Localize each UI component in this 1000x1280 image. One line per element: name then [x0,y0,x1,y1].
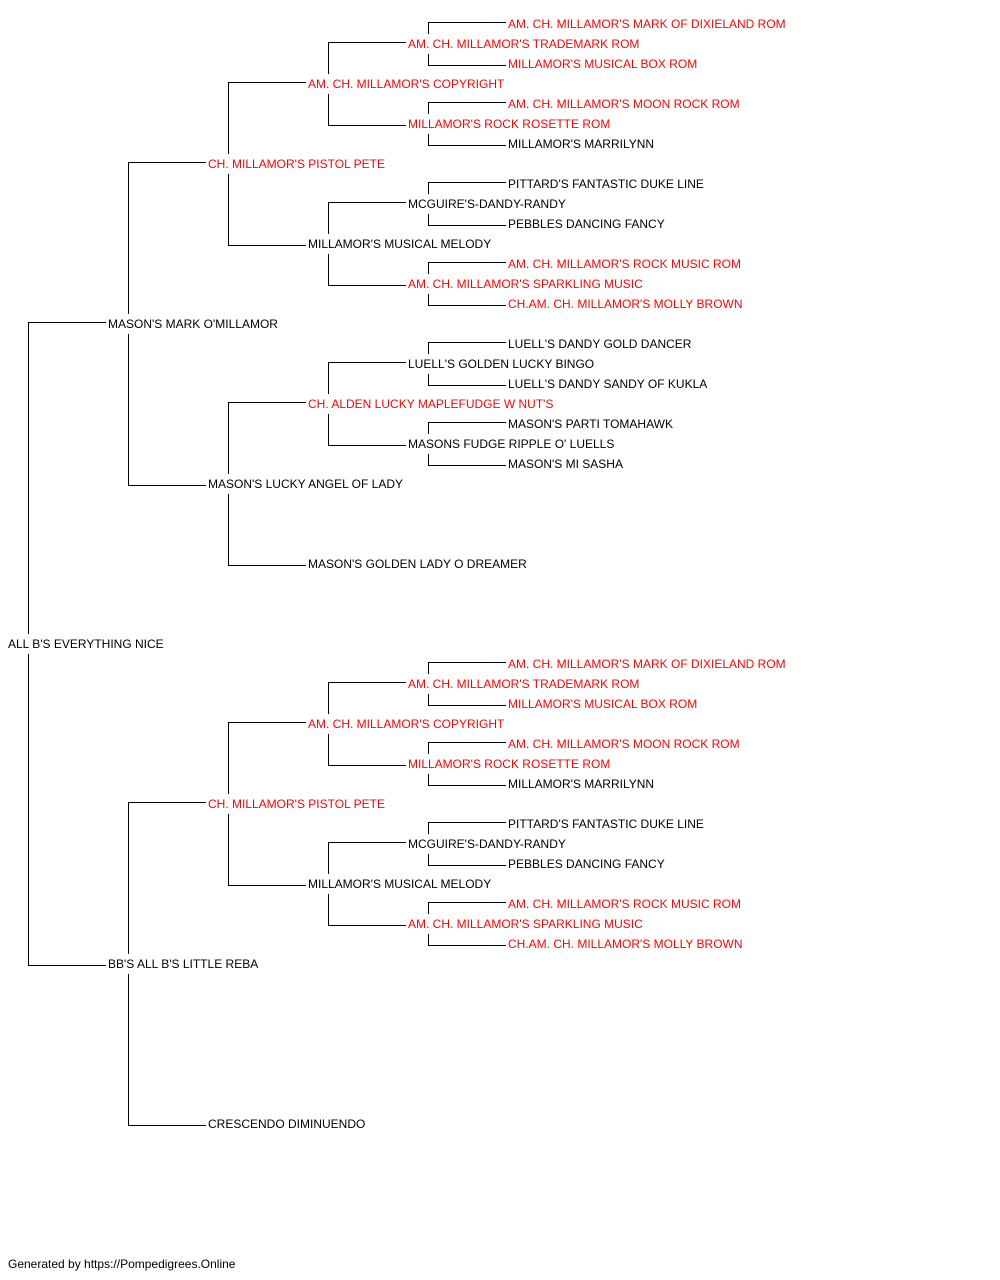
pedigree-node-gen3-dam: MILLAMOR'S MUSICAL MELODY [308,877,492,891]
pedigree-node-gen4-sire: MCGUIRE'S-DANDY-RANDY [408,837,566,851]
pedigree-node-subject: ALL B'S EVERYTHING NICE [8,637,164,651]
pedigree-node-gen5-dam: MILLAMOR'S MUSICAL BOX ROM [508,57,698,71]
pedigree-node-gen5-dam: MASON'S MI SASHA [508,457,623,471]
pedigree-node-gen5-dam: MILLAMOR'S MUSICAL BOX ROM [508,697,698,711]
pedigree-node-gen3-dam: MASON'S GOLDEN LADY O DREAMER [308,557,527,571]
pedigree-node-gen5-dam: MILLAMOR'S MARRILYNN [508,777,655,791]
pedigree-node-gen3-sire: AM. CH. MILLAMOR'S COPYRIGHT [308,77,505,91]
pedigree-node-gen5-dam: CH.AM. CH. MILLAMOR'S MOLLY BROWN [508,937,743,951]
pedigree-node-gen5-sire: AM. CH. MILLAMOR'S ROCK MUSIC ROM [508,897,741,911]
pedigree-node-gen5-sire: MASON'S PARTI TOMAHAWK [508,417,673,431]
pedigree-node-gen4-dam: MILLAMOR'S ROCK ROSETTE ROM [408,757,611,771]
pedigree-node-gen5-dam: LUELL'S DANDY SANDY OF KUKLA [508,377,708,391]
pedigree-node-gen5-sire: AM. CH. MILLAMOR'S MOON ROCK ROM [508,737,740,751]
pedigree-node-gen4-sire: MCGUIRE'S-DANDY-RANDY [408,197,566,211]
pedigree-node-gen5-sire: PITTARD'S FANTASTIC DUKE LINE [508,817,704,831]
pedigree-node-gen4-sire: LUELL'S GOLDEN LUCKY BINGO [408,357,595,371]
pedigree-node-gen5-sire: AM. CH. MILLAMOR'S MARK OF DIXIELAND ROM [508,17,786,31]
pedigree-node-gen4-dam: MILLAMOR'S ROCK ROSETTE ROM [408,117,611,131]
pedigree-node-gen3-sire: AM. CH. MILLAMOR'S COPYRIGHT [308,717,505,731]
pedigree-node-gen5-sire: AM. CH. MILLAMOR'S ROCK MUSIC ROM [508,257,741,271]
pedigree-node-gen4-sire: AM. CH. MILLAMOR'S TRADEMARK ROM [408,677,640,691]
pedigree-node-gen3-dam: MILLAMOR'S MUSICAL MELODY [308,237,492,251]
pedigree-node-gen2-sire: CH. MILLAMOR'S PISTOL PETE [208,157,385,171]
pedigree-node-gen4-dam: AM. CH. MILLAMOR'S SPARKLING MUSIC [408,277,643,291]
pedigree-node-gen4-dam: MASONS FUDGE RIPPLE O' LUELLS [408,437,615,451]
pedigree-node-gen5-sire: LUELL'S DANDY GOLD DANCER [508,337,692,351]
pedigree-node-gen5-dam: PEBBLES DANCING FANCY [508,217,665,231]
footer-credit: Generated by https://Pompedigrees.Online [8,1257,236,1271]
pedigree-node-gen5-dam: MILLAMOR'S MARRILYNN [508,137,655,151]
pedigree-node-gen1-dam: BB'S ALL B'S LITTLE REBA [108,957,259,971]
pedigree-node-gen5-dam: CH.AM. CH. MILLAMOR'S MOLLY BROWN [508,297,743,311]
pedigree-node-gen2-dam: CRESCENDO DIMINUENDO [208,1117,366,1131]
pedigree-node-gen4-sire: AM. CH. MILLAMOR'S TRADEMARK ROM [408,37,640,51]
pedigree-node-gen4-dam: AM. CH. MILLAMOR'S SPARKLING MUSIC [408,917,643,931]
pedigree-node-gen2-dam: MASON'S LUCKY ANGEL OF LADY [208,477,404,491]
pedigree-node-gen5-sire: AM. CH. MILLAMOR'S MARK OF DIXIELAND ROM [508,657,786,671]
pedigree-node-gen5-sire: PITTARD'S FANTASTIC DUKE LINE [508,177,704,191]
pedigree-node-gen2-sire: CH. MILLAMOR'S PISTOL PETE [208,797,385,811]
pedigree-node-gen5-sire: AM. CH. MILLAMOR'S MOON ROCK ROM [508,97,740,111]
pedigree-node-gen5-dam: PEBBLES DANCING FANCY [508,857,665,871]
pedigree-node-gen1-sire: MASON'S MARK O'MILLAMOR [108,317,278,331]
pedigree-node-gen3-sire: CH. ALDEN LUCKY MAPLEFUDGE W NUT'S [308,397,554,411]
